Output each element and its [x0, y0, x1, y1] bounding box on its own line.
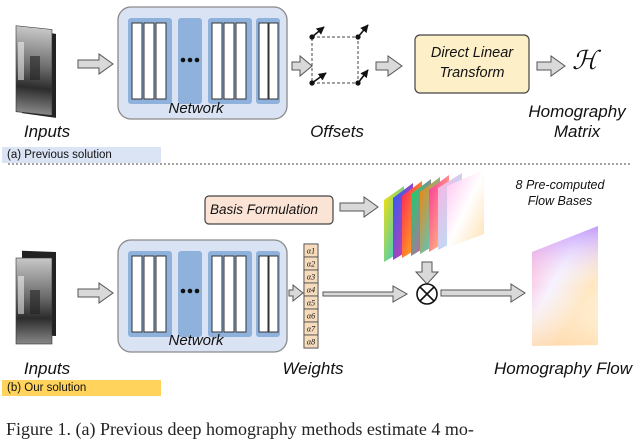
bases-label-line1: 8 Pre-computed: [515, 178, 605, 192]
weight-label: α6: [307, 312, 315, 321]
tag-our-solution: (b) Our solution: [2, 380, 161, 396]
weight-label: α3: [307, 273, 315, 282]
basis-label: Basis Formulation: [210, 202, 319, 217]
basis-box: [204, 195, 334, 225]
output-label-a-line1: Homography: [528, 102, 626, 121]
network-label-a: Network: [168, 100, 224, 117]
arrow-b4: [440, 283, 526, 303]
weight-label: α4: [307, 286, 315, 295]
network-b: [117, 239, 288, 353]
dlt-box: [414, 34, 530, 94]
inputs-label-a: Inputs: [23, 122, 71, 141]
input-images-a: [15, 25, 56, 118]
homography-flow-image: [532, 226, 598, 346]
homography-flow-label: Homography Flow: [494, 359, 632, 378]
flow-bases-stack: [384, 170, 484, 262]
arrow-b1: [77, 282, 114, 304]
weight-label: α2: [307, 260, 315, 269]
input-images-b: [15, 250, 56, 345]
arrow-b-basis: [339, 196, 379, 218]
arrow-a3: [375, 55, 403, 77]
arrow-b-down: [414, 261, 440, 285]
tag-previous-solution: (a) Previous solution: [2, 147, 161, 163]
multiply-operator: [416, 283, 438, 305]
weight-label: α1: [307, 247, 315, 256]
weight-label: α5: [307, 299, 315, 308]
arrow-a1: [77, 53, 114, 75]
weight-cell: [303, 334, 319, 349]
bases-label-line2: Flow Bases: [527, 194, 593, 208]
arrow-a4: [536, 55, 566, 77]
dlt-label-line2: Transform: [439, 65, 505, 81]
network-label-b: Network: [168, 332, 224, 349]
homography-symbol: ℋ: [572, 46, 598, 76]
network-a: [117, 6, 288, 120]
weight-label: α8: [307, 338, 315, 347]
inputs-label-b: Inputs: [23, 359, 71, 378]
arrow-b3: [322, 285, 409, 303]
offsets-label: Offsets: [310, 122, 364, 141]
arrow-b2: [288, 283, 304, 303]
weights-label: Weights: [282, 359, 344, 378]
arrow-a2: [291, 54, 313, 78]
dlt-label-line1: Direct Linear: [430, 45, 514, 61]
output-label-a-line2: Matrix: [553, 122, 601, 141]
offsets-square: [309, 24, 369, 86]
figure-caption: Figure 1. (a) Previous deep homography m…: [6, 419, 474, 439]
weight-label: α7: [307, 325, 316, 334]
weights-column: α1 α2 α3 α4 α5 α6 α7 α8: [303, 243, 319, 349]
